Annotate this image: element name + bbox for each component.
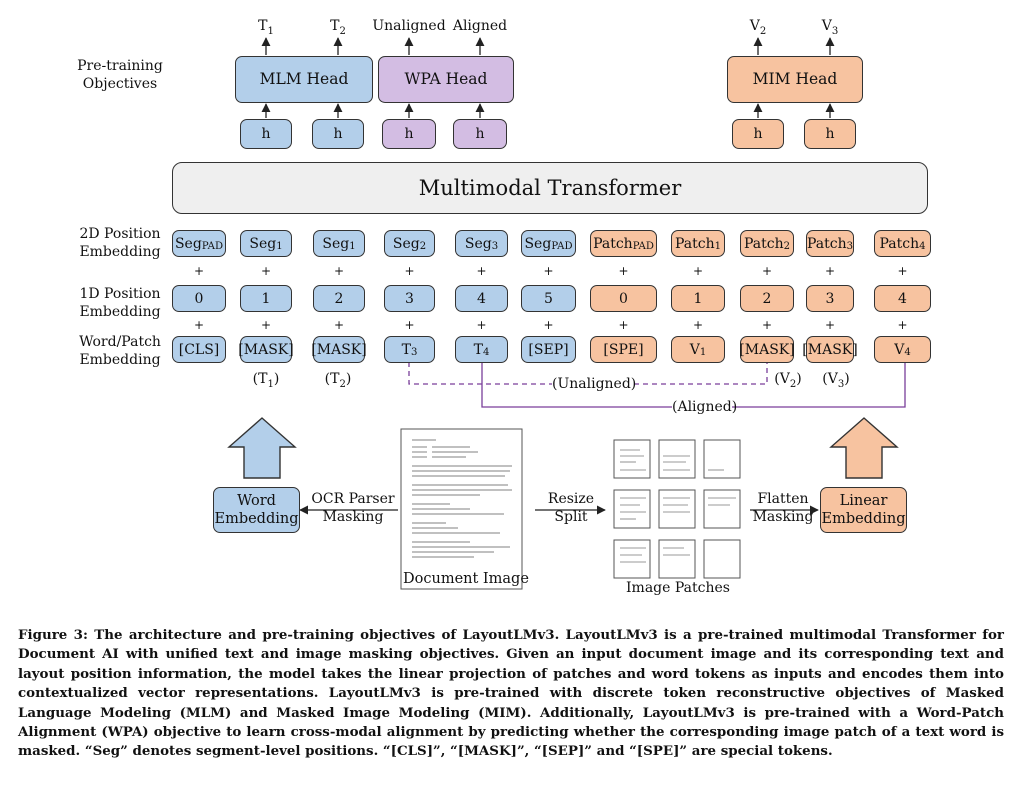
pos1d-embedding: 2 [740, 285, 794, 312]
plus-sign: + [404, 318, 415, 332]
plus-sign: + [543, 318, 554, 332]
unaligned-label: (Unaligned) [552, 376, 637, 392]
plus-sign: + [543, 264, 554, 278]
plus-sign: + [260, 318, 272, 332]
plus-sign: + [193, 264, 205, 278]
token-embedding: [MASK] [802, 336, 858, 363]
figure-connectors [227, 37, 906, 590]
masked-target-v3: (V3) [822, 371, 850, 390]
pos1d-embedding: 1 [671, 285, 725, 312]
plus-sign: + [897, 318, 908, 332]
output-v3: V3 [821, 18, 839, 37]
pos1d-embedding: 5 [521, 285, 576, 312]
hidden-state-h: h [453, 119, 507, 149]
pos1d-embedding: 1 [240, 285, 292, 312]
plus-sign: + [618, 264, 629, 278]
token-embedding: [CLS] [172, 336, 226, 363]
output-t1: T1 [258, 18, 274, 37]
pos1d-embedding: 3 [806, 285, 854, 312]
plus-sign: + [404, 264, 415, 278]
plus-sign: + [476, 264, 487, 278]
masked-target-t2: (T2) [324, 371, 352, 390]
plus-sign: + [692, 318, 704, 332]
linear-embedding-up-arrow [829, 417, 899, 479]
token-embedding: [SPE] [590, 336, 657, 363]
output-t2: T2 [330, 18, 346, 37]
word-embedding-up-arrow [227, 417, 297, 479]
hidden-state-h: h [240, 119, 292, 149]
wpa-head: WPA Head [378, 56, 514, 103]
mim-head: MIM Head [727, 56, 863, 103]
plus-sign: + [476, 318, 487, 332]
pos1d-embedding: 0 [172, 285, 226, 312]
plus-sign: + [260, 264, 272, 278]
plus-sign: + [761, 264, 773, 278]
token-embedding: [MASK] [739, 336, 795, 363]
hidden-state-h: h [804, 119, 856, 149]
plus-sign: + [824, 264, 836, 278]
pos1d-embedding: 2 [313, 285, 365, 312]
plus-sign: + [824, 318, 836, 332]
pos1d-embedding: 4 [874, 285, 931, 312]
hidden-state-h: h [382, 119, 436, 149]
plus-sign: + [333, 318, 345, 332]
plus-sign: + [761, 318, 773, 332]
masked-target-t1: (T1) [252, 371, 280, 390]
pos1d-embedding: 4 [455, 285, 508, 312]
output-aligned: Aligned [452, 18, 508, 34]
output-unaligned: Unaligned [372, 18, 446, 34]
output-v2: V2 [749, 18, 767, 37]
plus-sign: + [333, 264, 345, 278]
hidden-state-h: h [732, 119, 784, 149]
plus-sign: + [618, 318, 629, 332]
document-image-label: Document Image [403, 571, 529, 587]
pos1d-embedding: 0 [590, 285, 657, 312]
plus-sign: + [193, 318, 205, 332]
multimodal-transformer: Multimodal Transformer [172, 162, 928, 214]
pos1d-embedding: 3 [384, 285, 435, 312]
token-embedding: [MASK] [311, 336, 367, 363]
token-embedding: [SEP] [521, 336, 576, 363]
figure-caption: Figure 3: The architecture and pre-train… [18, 627, 1004, 760]
masked-target-v2: (V2) [774, 371, 802, 390]
document-image-thumbnail [400, 428, 523, 590]
image-patches-label: Image Patches [626, 580, 730, 596]
aligned-label: (Aligned) [672, 399, 738, 415]
token-embedding: [MASK] [238, 336, 294, 363]
image-patches-grid [613, 439, 741, 579]
mlm-head: MLM Head [235, 56, 373, 103]
plus-sign: + [692, 264, 704, 278]
hidden-state-h: h [312, 119, 364, 149]
plus-sign: + [897, 264, 908, 278]
